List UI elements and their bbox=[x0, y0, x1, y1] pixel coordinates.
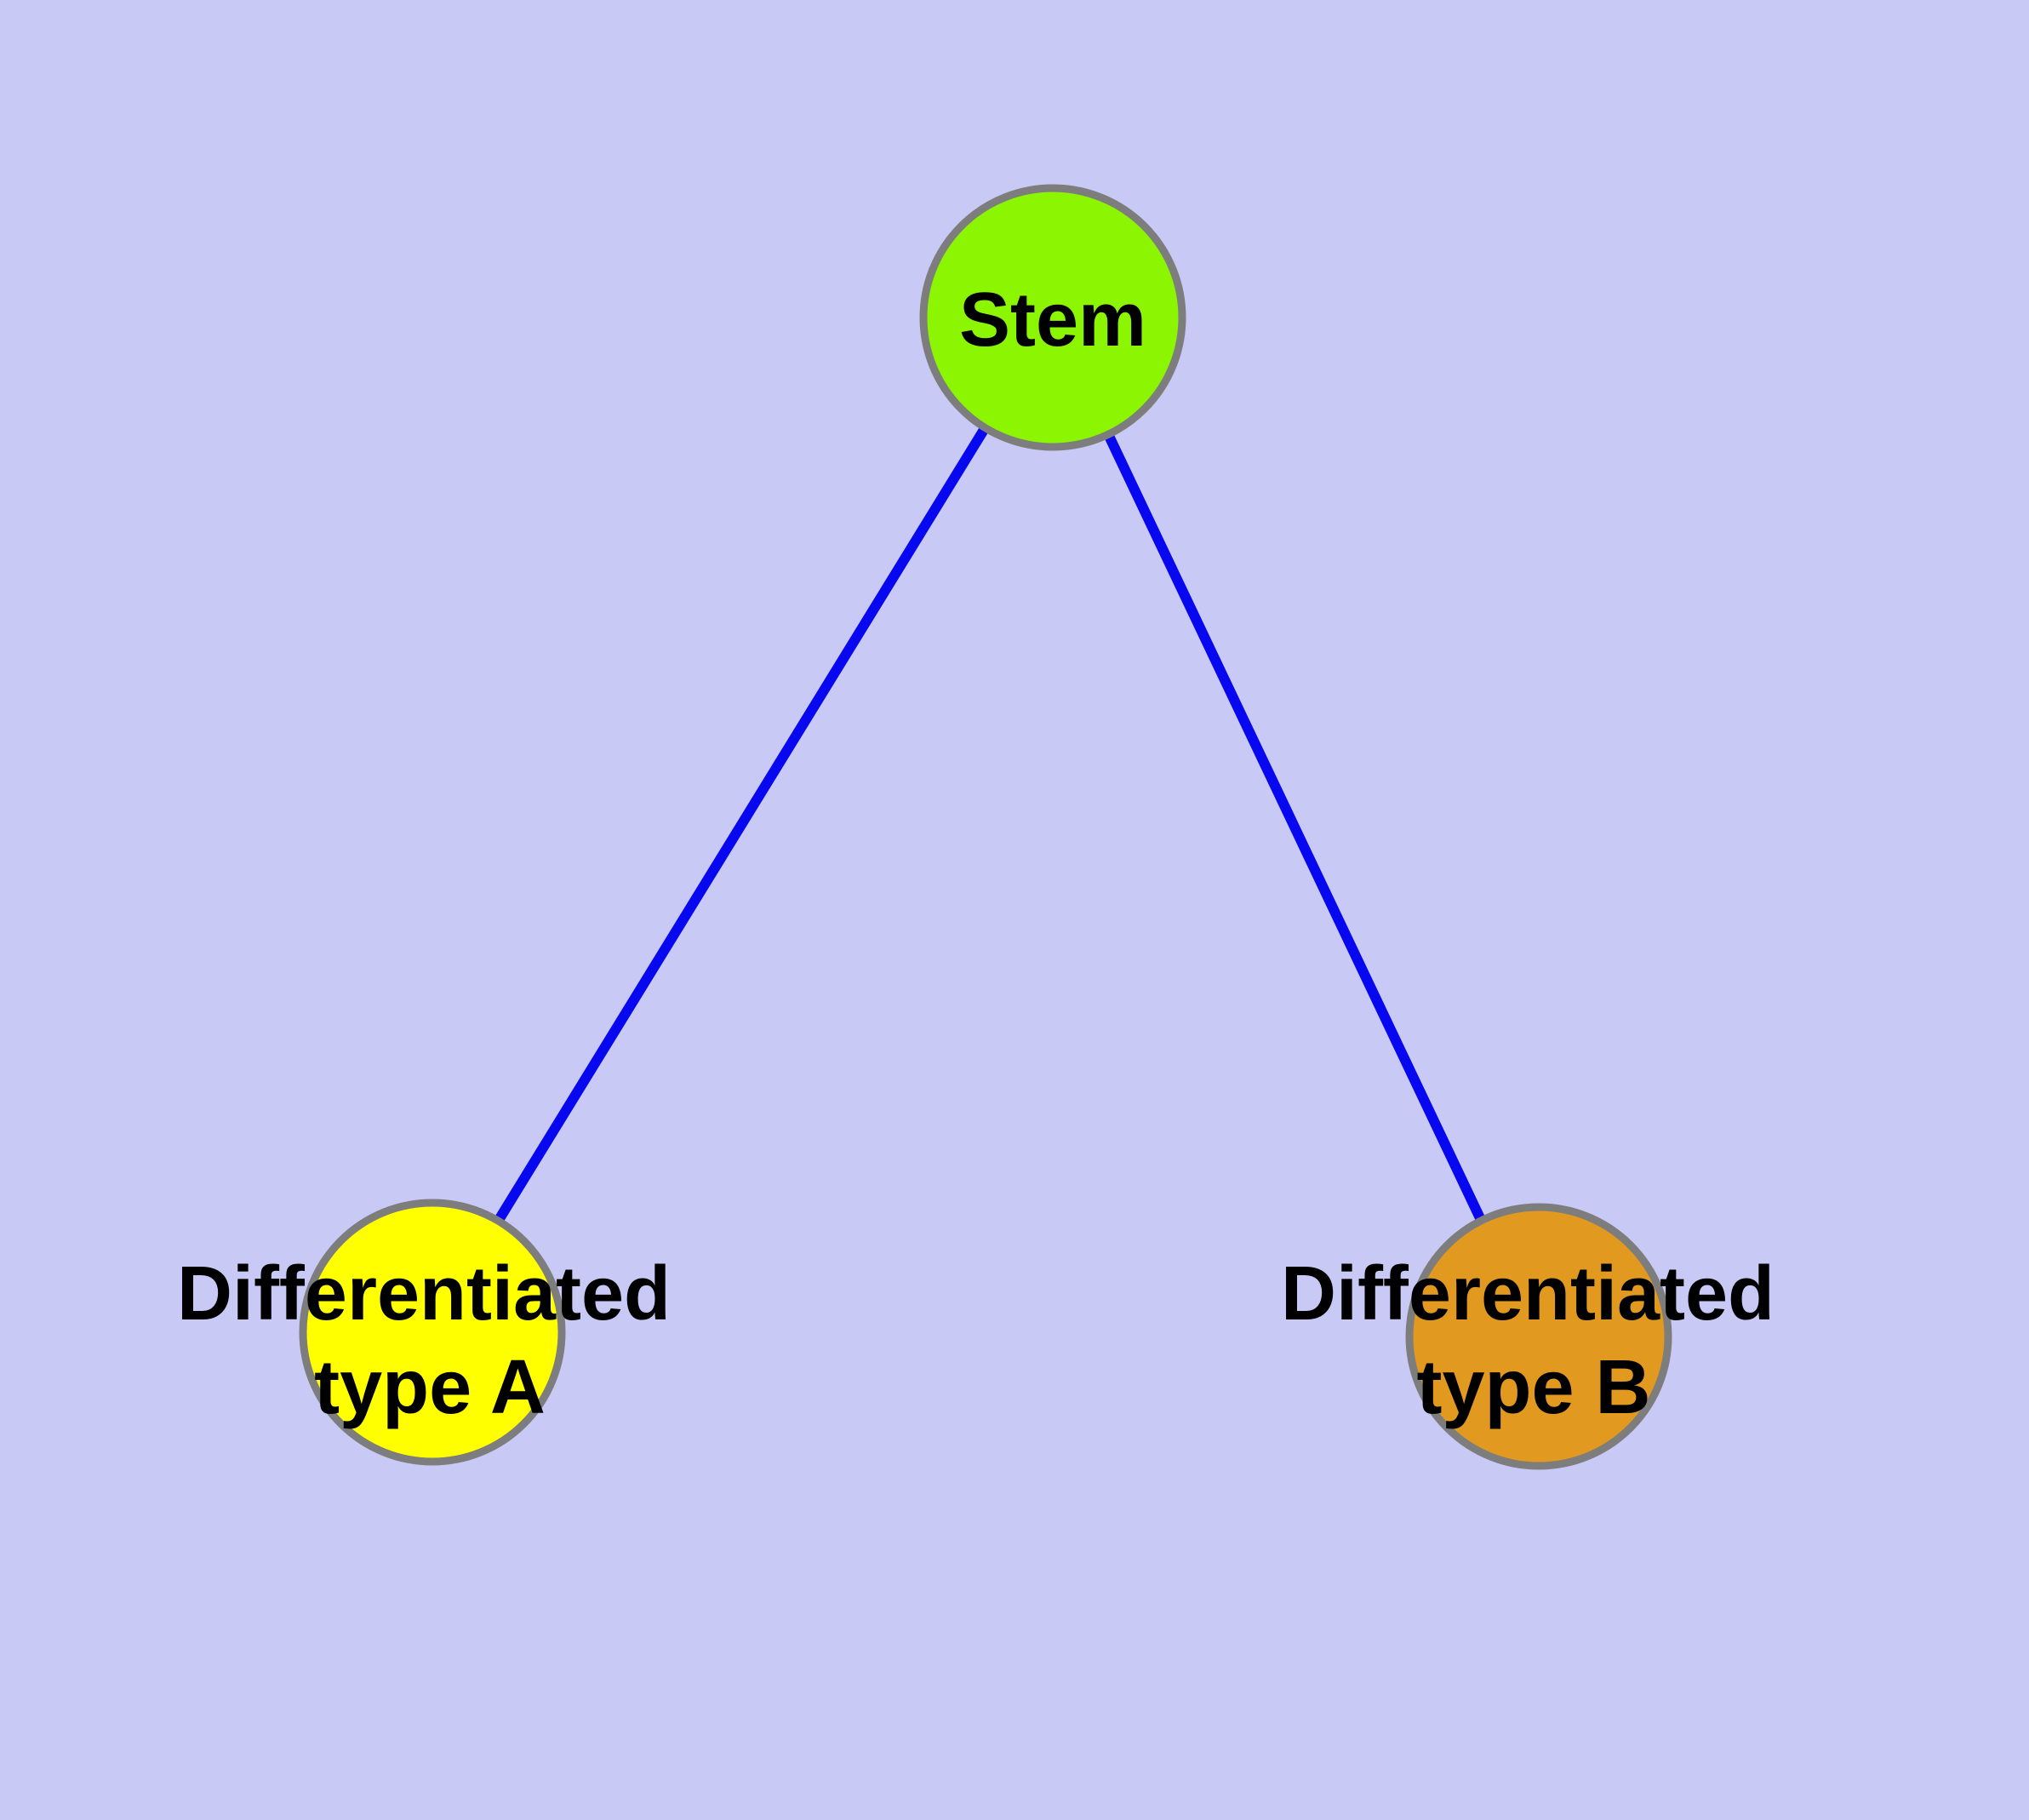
node-differentiated-type-b-label-line2: type B bbox=[1416, 1345, 1650, 1430]
node-differentiated-type-a-label-line1: Differentiated bbox=[177, 1251, 671, 1336]
node-stem-label: Stem bbox=[959, 278, 1146, 363]
node-differentiated-type-a: Differentiated type A bbox=[177, 1199, 671, 1466]
node-differentiated-type-b-label-line1: Differentiated bbox=[1281, 1251, 1775, 1336]
node-stem: Stem bbox=[919, 184, 1186, 451]
node-differentiated-type-b-circle bbox=[1405, 1203, 1672, 1470]
edge-stem-to-type-b bbox=[1048, 315, 1541, 1339]
edges bbox=[425, 314, 1541, 1339]
node-differentiated-type-a-circle bbox=[299, 1199, 566, 1466]
edge-stem-to-type-a bbox=[425, 314, 1058, 1336]
node-differentiated-type-a-label-line2: type A bbox=[314, 1345, 546, 1430]
node-differentiated-type-b: Differentiated type B bbox=[1281, 1203, 1775, 1470]
node-stem-circle bbox=[919, 184, 1186, 451]
